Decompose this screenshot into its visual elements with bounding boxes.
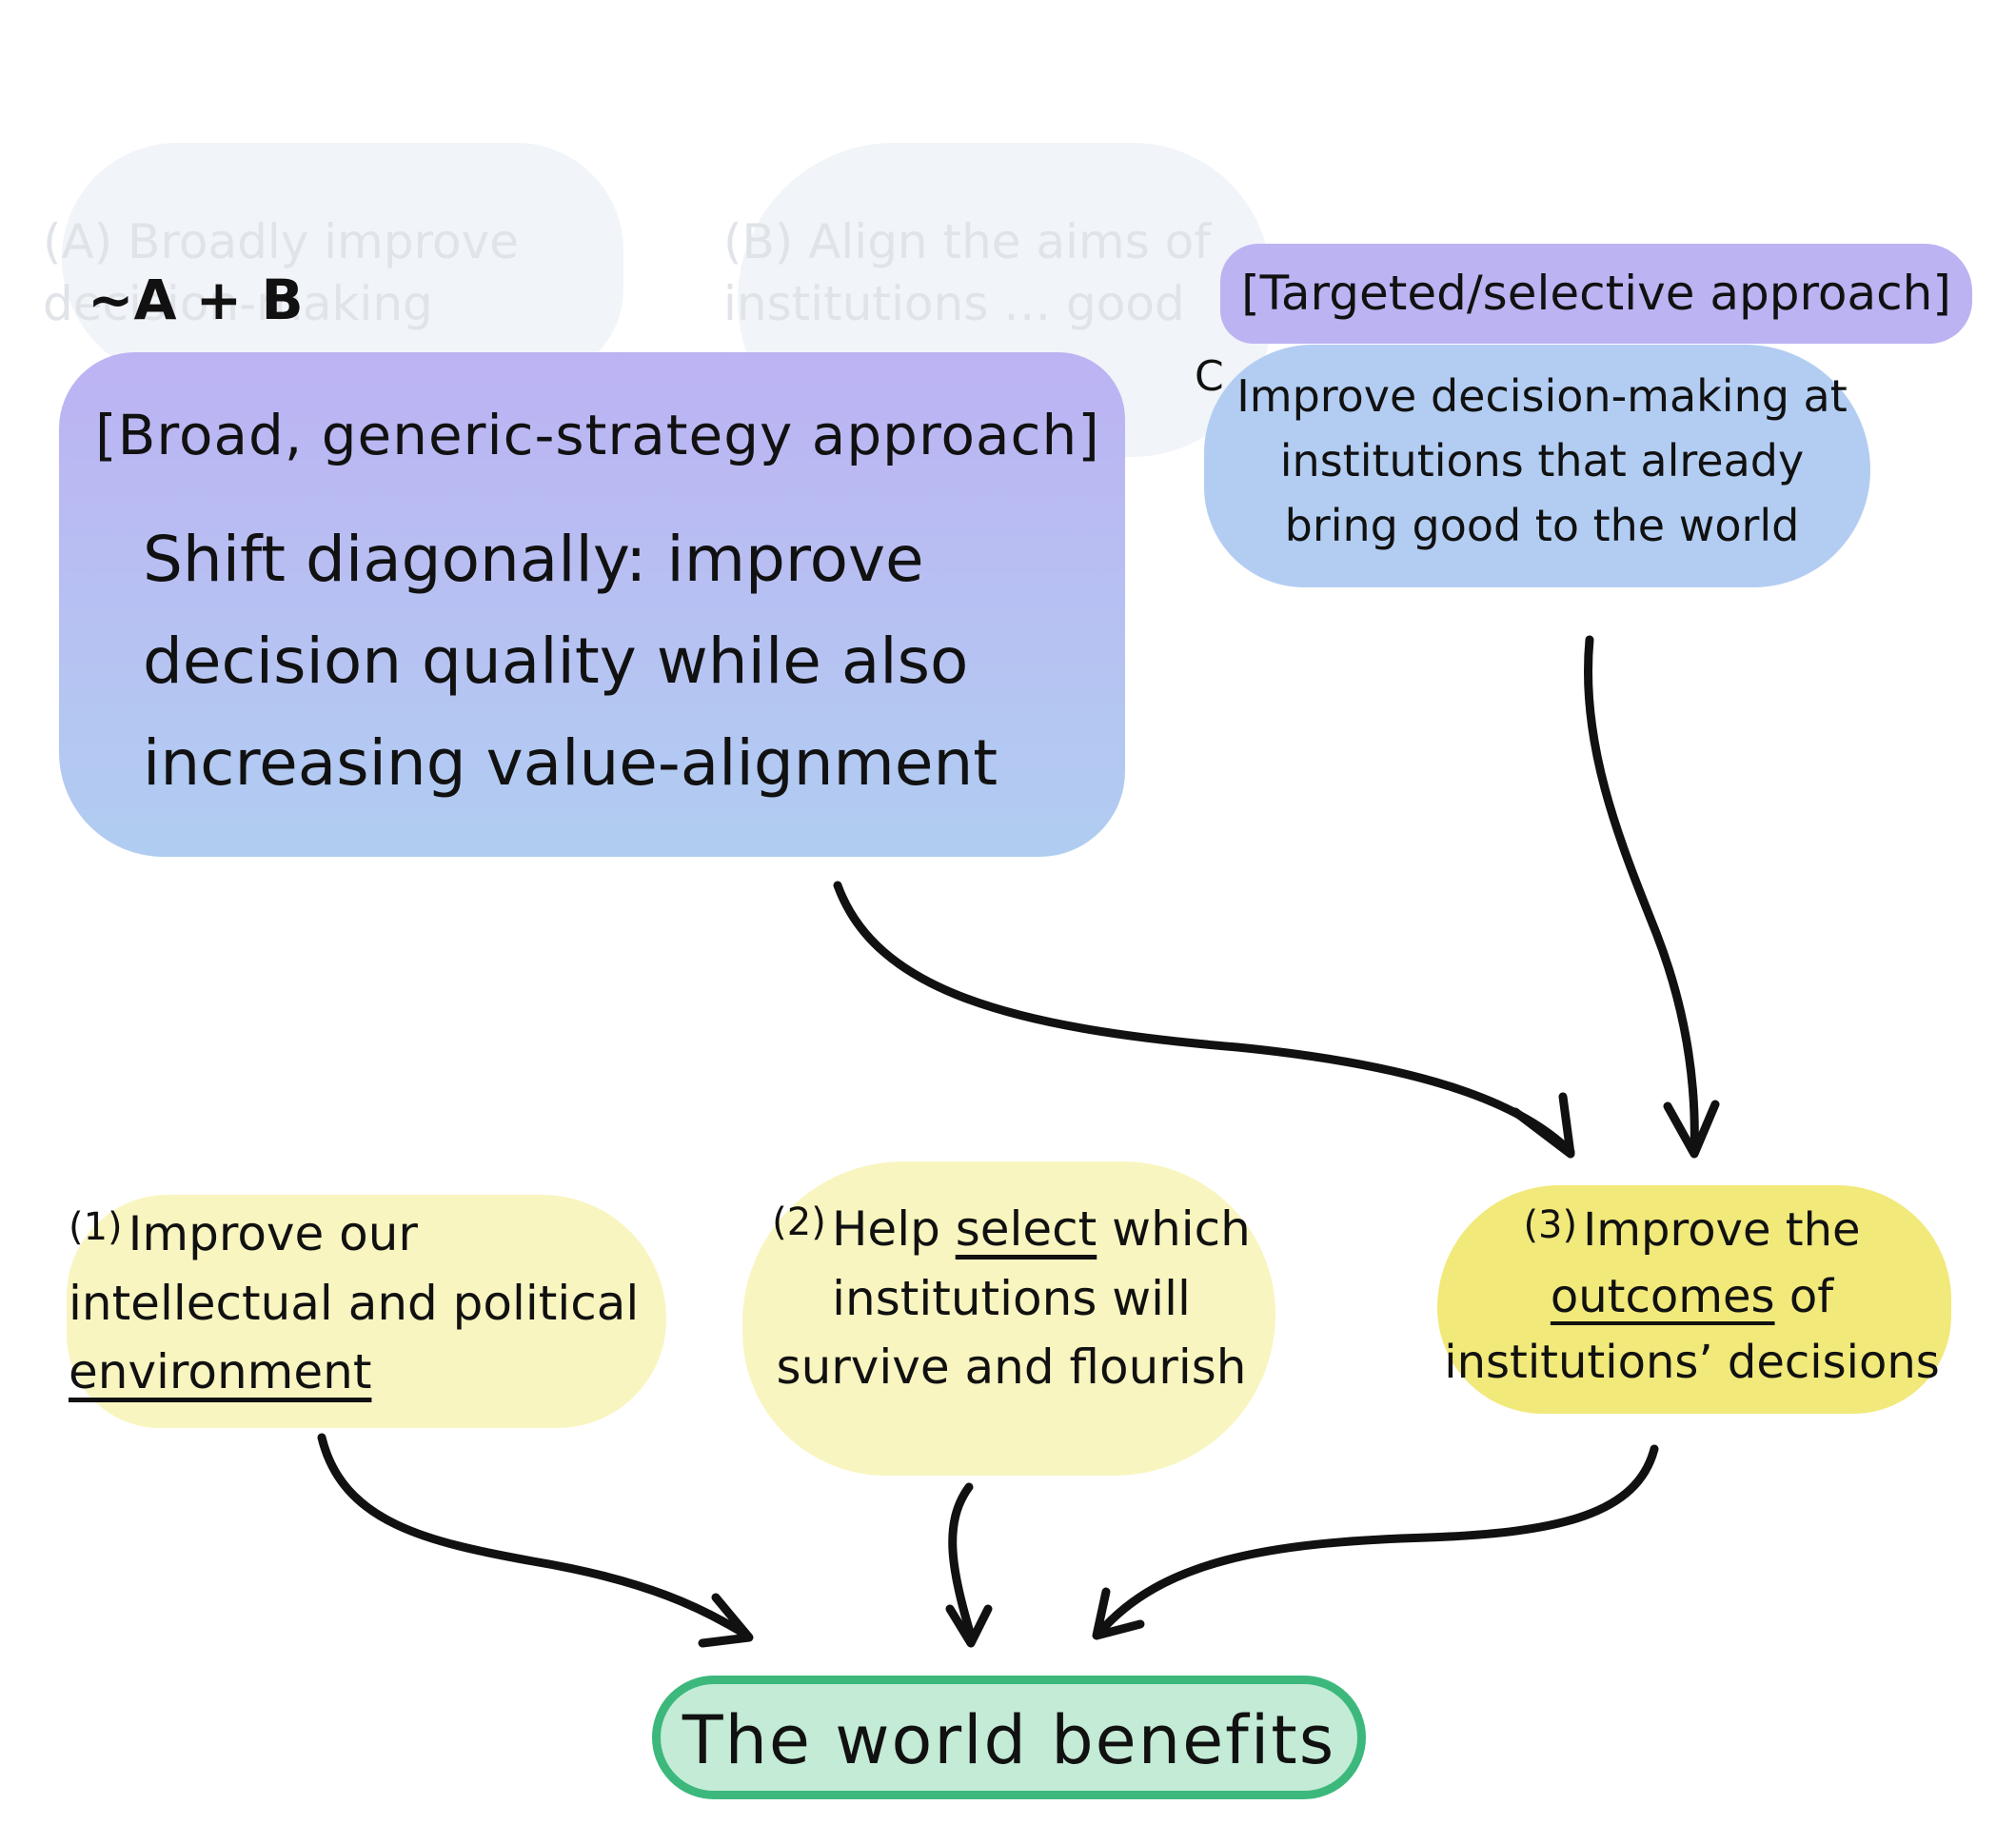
node-3-text-a: Improve the [1583,1203,1861,1257]
world-benefits-text: The world benefits [682,1701,1336,1779]
node-1-text-a: Improve our intellectual and political [69,1206,640,1331]
label-c: C [1195,352,1224,401]
label-a-plus-b: ~A + B [88,268,304,332]
ghost-text-a: (A) Broadly improve decision-making [43,214,519,331]
node-3-text: (3)Improve the outcomes of institutions’… [1433,1198,1951,1397]
arrow-node2-to-result [948,1482,976,1640]
targeted-approach-box [1204,345,1870,587]
node-2-text-b: which institutions will survive and flou… [776,1201,1251,1395]
arrow-node3-to-result-head [1092,1587,1145,1640]
ghost-text-b: (B) Align the aims of institutions … goo… [723,214,1211,331]
ghost-blob-a [62,143,623,381]
node-3-text-b: of institutions’ decisions [1444,1269,1940,1390]
arrow-broad-to-node3-head [1511,1092,1575,1159]
targeted-approach-title: [Targeted/selective approach] [1241,266,1951,321]
arrow-node2-to-result-head [945,1604,993,1648]
targeted-title-bar [1220,244,1972,344]
node-2-text: (2)Help select which institutions will s… [747,1195,1275,1402]
node-1-text: (1)Improve our intellectual and politica… [69,1200,678,1407]
node-2-text-a: Help [831,1201,956,1257]
arrow-node1-to-result [317,1433,752,1640]
arrow-node3-to-result [1095,1444,1659,1637]
broad-approach-text: Shift diagonally: improve decision quali… [143,523,998,800]
node-1-box [67,1195,666,1428]
arrow-broad-to-node3 [833,881,1575,1157]
node-3-underlined: outcomes [1550,1269,1775,1323]
node-3-box [1437,1185,1951,1414]
node-2-number: (2) [772,1200,826,1244]
node-1-underlined: environment [69,1344,372,1399]
node-3-number: (3) [1523,1203,1578,1247]
targeted-approach-text: Improve decision-making at institutions … [1236,370,1848,552]
arrow-targeted-to-node3 [1583,635,1699,1157]
arrow-node1-to-result-head [698,1593,754,1648]
node-2-underlined: select [955,1201,1097,1257]
node-2-box [742,1161,1275,1476]
broad-approach-box [59,352,1125,857]
arrow-targeted-to-node3-head [1663,1100,1720,1159]
broad-approach-title: [Broad, generic-strategy approach] [95,403,1100,467]
node-1-number: (1) [69,1205,123,1249]
world-benefits-box [652,1676,1366,1799]
